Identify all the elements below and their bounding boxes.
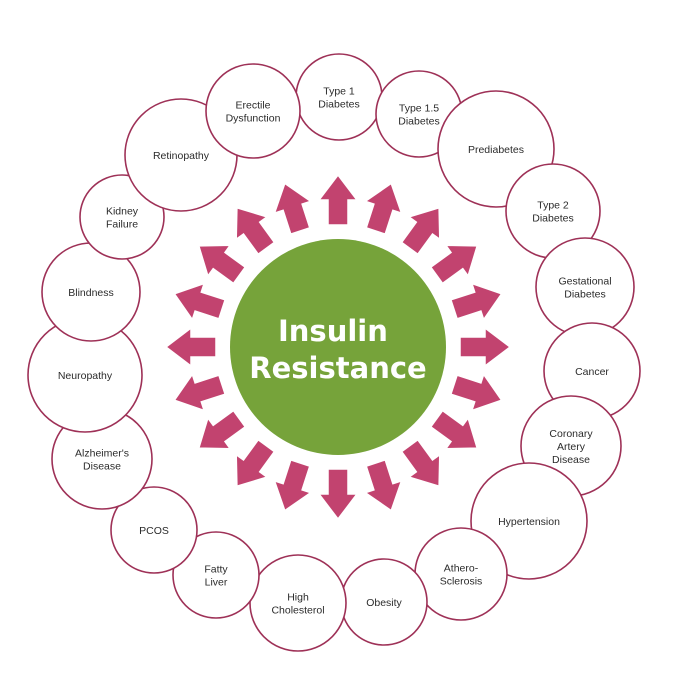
arrow xyxy=(429,244,479,285)
node-label-line: Obesity xyxy=(366,597,402,609)
node-label-line: Sclerosis xyxy=(440,576,483,588)
center-circle xyxy=(230,239,446,455)
node-label-line: Diabetes xyxy=(564,289,605,301)
node-label-line: Disease xyxy=(552,454,590,466)
arrow xyxy=(273,182,313,236)
arrow xyxy=(363,182,403,236)
arrow xyxy=(273,458,313,512)
node-label-line: Cancer xyxy=(575,366,609,378)
node-label-line: Prediabetes xyxy=(468,144,524,156)
node-label-line: Alzheimer's xyxy=(75,448,129,460)
node-label: Athero-Sclerosis xyxy=(440,563,483,588)
node-label-line: Cholesterol xyxy=(271,605,324,617)
node-obesity: Obesity xyxy=(340,558,428,646)
node-label: Blindness xyxy=(68,287,114,299)
arrow xyxy=(235,206,276,256)
arrow xyxy=(449,372,503,412)
arrow xyxy=(400,206,441,256)
arrow xyxy=(235,438,276,488)
node-label-line: Kidney xyxy=(106,206,139,218)
node-circle xyxy=(110,486,198,574)
node-label-line: Diabetes xyxy=(318,99,359,111)
arrow xyxy=(164,326,217,368)
arrow xyxy=(197,409,247,450)
node-label-line: Blindness xyxy=(68,287,114,299)
node-circle xyxy=(249,554,347,652)
arrow xyxy=(429,409,479,450)
node-label: Prediabetes xyxy=(468,144,524,156)
node-label-line: High xyxy=(287,592,309,604)
arrow-ring xyxy=(164,173,512,521)
node-neuropathy: Neuropathy xyxy=(27,317,143,433)
node-label-line: Fatty xyxy=(204,564,228,576)
arrow xyxy=(173,282,227,322)
arrow xyxy=(317,173,359,226)
node-pcos: PCOS xyxy=(110,486,198,574)
node-label-line: Liver xyxy=(205,577,228,589)
center-label: Insulin Resistance xyxy=(249,314,426,385)
node-label-line: Neuropathy xyxy=(58,370,113,382)
arrow xyxy=(400,438,441,488)
arrow xyxy=(173,372,227,412)
node-label-line: Gestational xyxy=(558,276,611,288)
node-label-line: Disease xyxy=(83,461,121,473)
node-label-line: Failure xyxy=(106,219,138,231)
arrow xyxy=(459,326,512,368)
node-label-line: Athero- xyxy=(444,563,479,575)
node-label-line: Type 2 xyxy=(537,200,569,212)
node-label-line: Type 1 xyxy=(323,86,355,98)
node-label: Cancer xyxy=(575,366,609,378)
node-label-line: Retinopathy xyxy=(153,150,210,162)
node-atherosclerosis: Athero-Sclerosis xyxy=(414,527,508,621)
node-label: Retinopathy xyxy=(153,150,210,162)
arrow xyxy=(197,244,247,285)
node-label: Obesity xyxy=(366,597,402,609)
node-circle xyxy=(205,63,301,159)
node-label-line: Dysfunction xyxy=(226,113,281,125)
node-label-line: Erectile xyxy=(235,100,270,112)
node-label-line: Diabetes xyxy=(398,116,439,128)
node-label-line: Type 1.5 xyxy=(399,103,439,115)
arrow xyxy=(449,282,503,322)
node-label-line: Coronary xyxy=(549,428,593,440)
node-label-line: Hypertension xyxy=(498,516,560,528)
node-label: Neuropathy xyxy=(58,370,113,382)
center-node: Insulin Resistance xyxy=(230,239,446,455)
node-label: PCOS xyxy=(139,525,169,537)
center-label-line: Insulin xyxy=(278,314,388,348)
arrow xyxy=(317,468,359,521)
node-label: Hypertension xyxy=(498,516,560,528)
node-label-line: Diabetes xyxy=(532,213,573,225)
arrow xyxy=(363,458,403,512)
center-label-line: Resistance xyxy=(249,351,426,385)
node-label-line: Artery xyxy=(557,441,586,453)
node-label-line: PCOS xyxy=(139,525,169,537)
node-circle xyxy=(172,531,260,619)
